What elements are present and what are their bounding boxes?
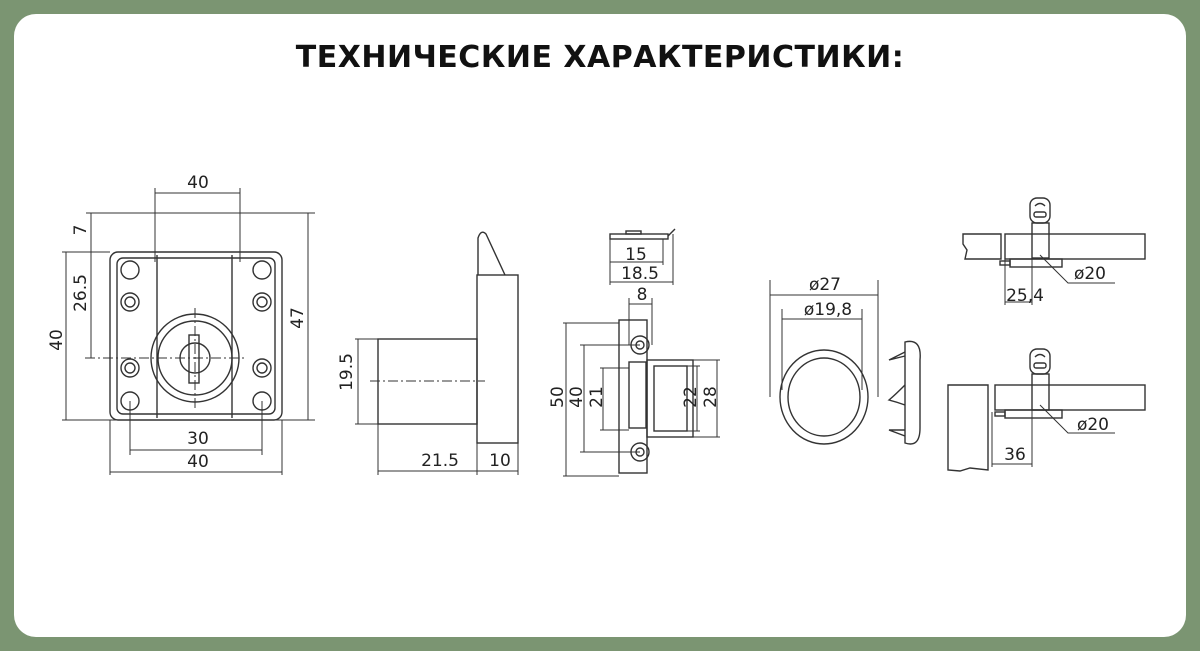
dim-height-50: 50 [548, 386, 568, 408]
dim-box-22: 22 [681, 386, 701, 408]
dim-body-height: 40 [47, 329, 67, 351]
dim-top-offset: 7 [71, 225, 91, 236]
dim-bottom-diameter: ø20 [1077, 415, 1109, 435]
front-view: 40 7 26.5 40 47 30 40 [47, 173, 315, 475]
side-view: 19.5 21.5 10 [337, 231, 519, 475]
dim-box-28: 28 [701, 386, 721, 408]
dim-plate-thickness: 10 [489, 451, 511, 471]
dim-width: 40 [187, 452, 209, 472]
dim-top-inner: 15 [625, 245, 647, 265]
installation-top: 25,4 ø20 [962, 197, 1146, 306]
dim-top-outer: 18.5 [621, 264, 659, 284]
dim-bolt-length: 21.5 [421, 451, 459, 471]
dim-slot-21: 21 [587, 386, 607, 408]
dim-height-40: 40 [567, 386, 587, 408]
dim-outer-diameter: ø27 [809, 275, 841, 295]
dim-top-diameter: ø20 [1074, 264, 1106, 284]
installation-bottom: 36 ø20 [947, 348, 1146, 472]
page-title: ТЕХНИЧЕСКИЕ ХАРАКТЕРИСТИКИ: [295, 40, 905, 75]
escutcheon-ring: ø27 ø19,8 [769, 275, 921, 445]
dim-top-offset: 25,4 [1006, 286, 1044, 306]
dim-slot-width: 8 [637, 285, 648, 305]
dim-bolt-height: 19.5 [337, 353, 357, 391]
dim-key-center: 26.5 [71, 274, 91, 312]
dim-top-width: 40 [187, 173, 209, 193]
dim-hole-spacing: 30 [187, 429, 209, 449]
dim-total-height: 47 [288, 307, 308, 329]
strike-plate: 15 18.5 8 50 40 21 22 28 [548, 228, 721, 477]
dim-inner-diameter: ø19,8 [804, 300, 852, 320]
dim-bottom-offset: 36 [1004, 445, 1026, 465]
spec-card [14, 14, 1186, 637]
